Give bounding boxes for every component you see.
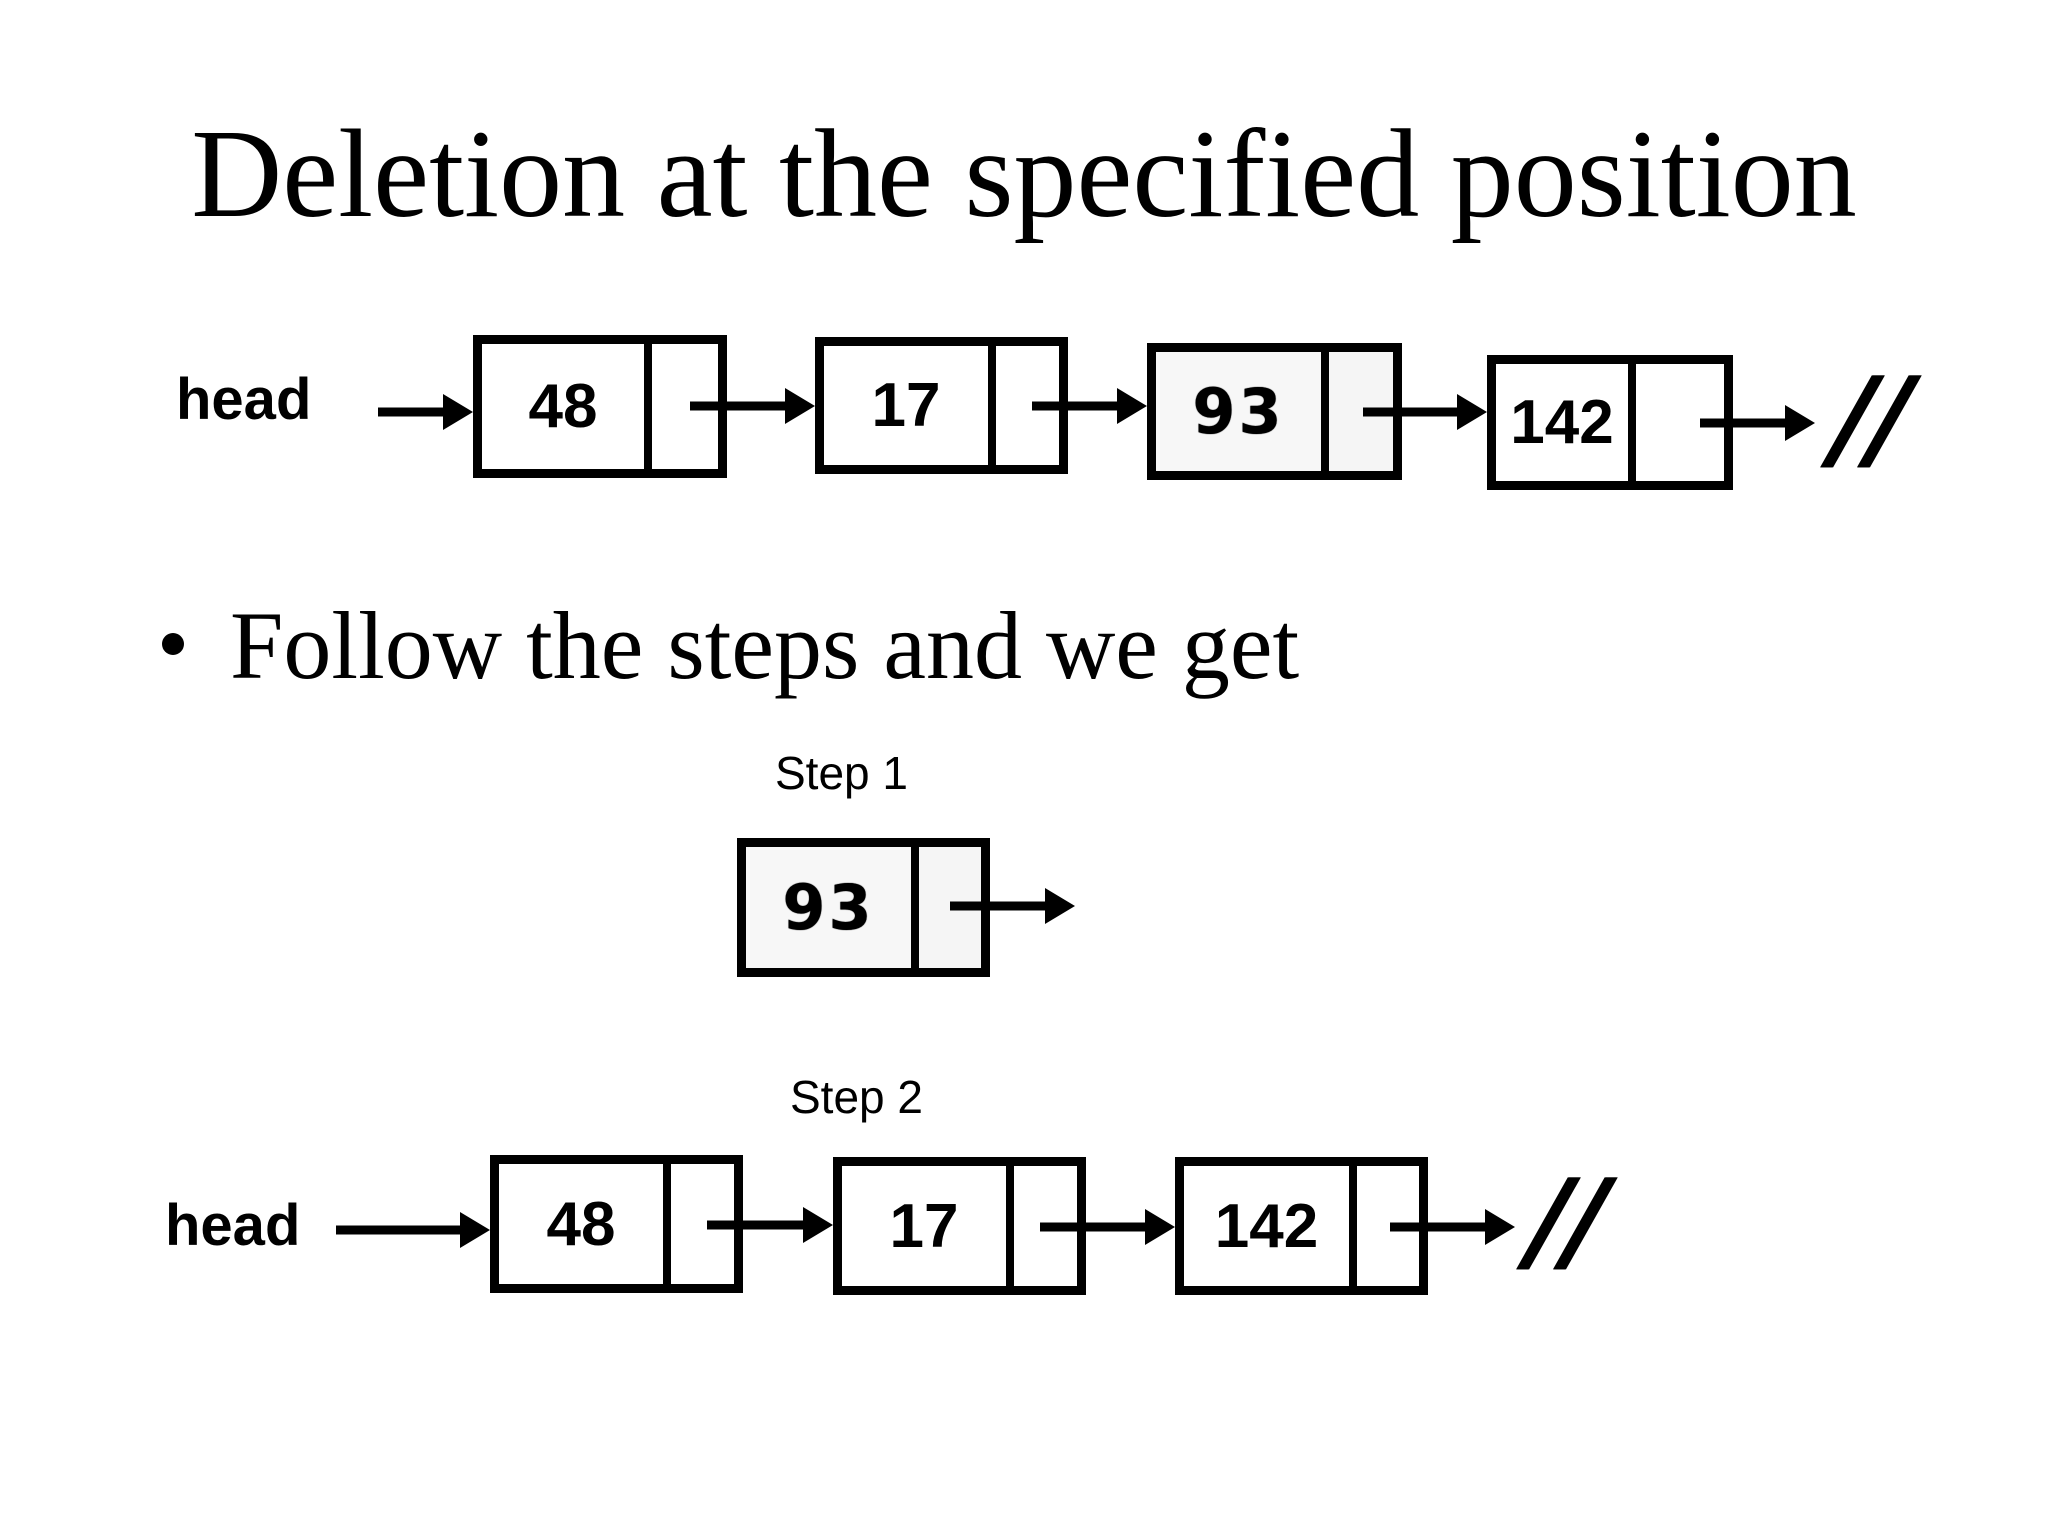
arrow-shaft	[950, 901, 1053, 911]
arrow-shaft	[378, 407, 451, 417]
next-arrow	[1700, 405, 1815, 441]
arrow-head-icon	[785, 388, 815, 424]
head-pointer-arrow	[378, 394, 473, 430]
head-label: head	[165, 1193, 301, 1258]
node-value: 17	[824, 346, 996, 465]
arrow-head-icon	[460, 1212, 490, 1248]
step2-label: Step 2	[790, 1071, 923, 1123]
arrow-head-icon	[1117, 388, 1147, 424]
arrow-head-icon	[443, 394, 473, 430]
next-arrow	[1390, 1209, 1515, 1245]
list-node: 142	[1175, 1157, 1428, 1295]
list-node: 93	[737, 838, 990, 977]
list-node: 48	[490, 1155, 743, 1293]
node-value: 48	[482, 344, 652, 469]
head-label: head	[176, 367, 312, 432]
node-value: 48	[499, 1164, 671, 1284]
arrow-shaft	[1040, 1222, 1153, 1232]
next-arrow	[707, 1207, 833, 1243]
arrow-shaft	[1700, 418, 1793, 428]
list-node: 48	[473, 335, 727, 478]
next-arrow	[690, 388, 815, 424]
arrow-head-icon	[1485, 1209, 1515, 1245]
arrow-shaft	[707, 1220, 811, 1230]
arrow-shaft	[1363, 407, 1465, 417]
list-node: 93	[1147, 343, 1402, 480]
arrow-shaft	[1390, 1222, 1493, 1232]
list-node: 17	[815, 337, 1068, 474]
arrow-head-icon	[1785, 405, 1815, 441]
node-value: 93	[746, 847, 919, 968]
null-marker: //	[1815, 354, 1923, 484]
head-pointer-arrow	[336, 1212, 490, 1248]
node-value: 142	[1496, 364, 1636, 481]
bullet-marker	[162, 633, 184, 655]
node-value: 93	[1156, 352, 1329, 471]
arrow-shaft	[690, 401, 793, 411]
next-arrow	[950, 888, 1075, 924]
arrow-head-icon	[1045, 888, 1075, 924]
null-marker: //	[1511, 1156, 1619, 1286]
bullet-text: Follow the steps and we get	[230, 592, 1300, 699]
node-value: 142	[1184, 1166, 1357, 1286]
next-arrow	[1363, 394, 1487, 430]
node-value: 17	[842, 1166, 1014, 1286]
arrow-shaft	[1032, 401, 1125, 411]
list-node: 142	[1487, 355, 1733, 490]
arrow-head-icon	[1145, 1209, 1175, 1245]
next-arrow	[1032, 388, 1147, 424]
step1-label: Step 1	[775, 747, 908, 799]
next-arrow	[1040, 1209, 1175, 1245]
page-title: Deletion at the specified position	[191, 105, 1857, 244]
arrow-head-icon	[803, 1207, 833, 1243]
arrow-head-icon	[1457, 394, 1487, 430]
arrow-shaft	[336, 1225, 468, 1235]
